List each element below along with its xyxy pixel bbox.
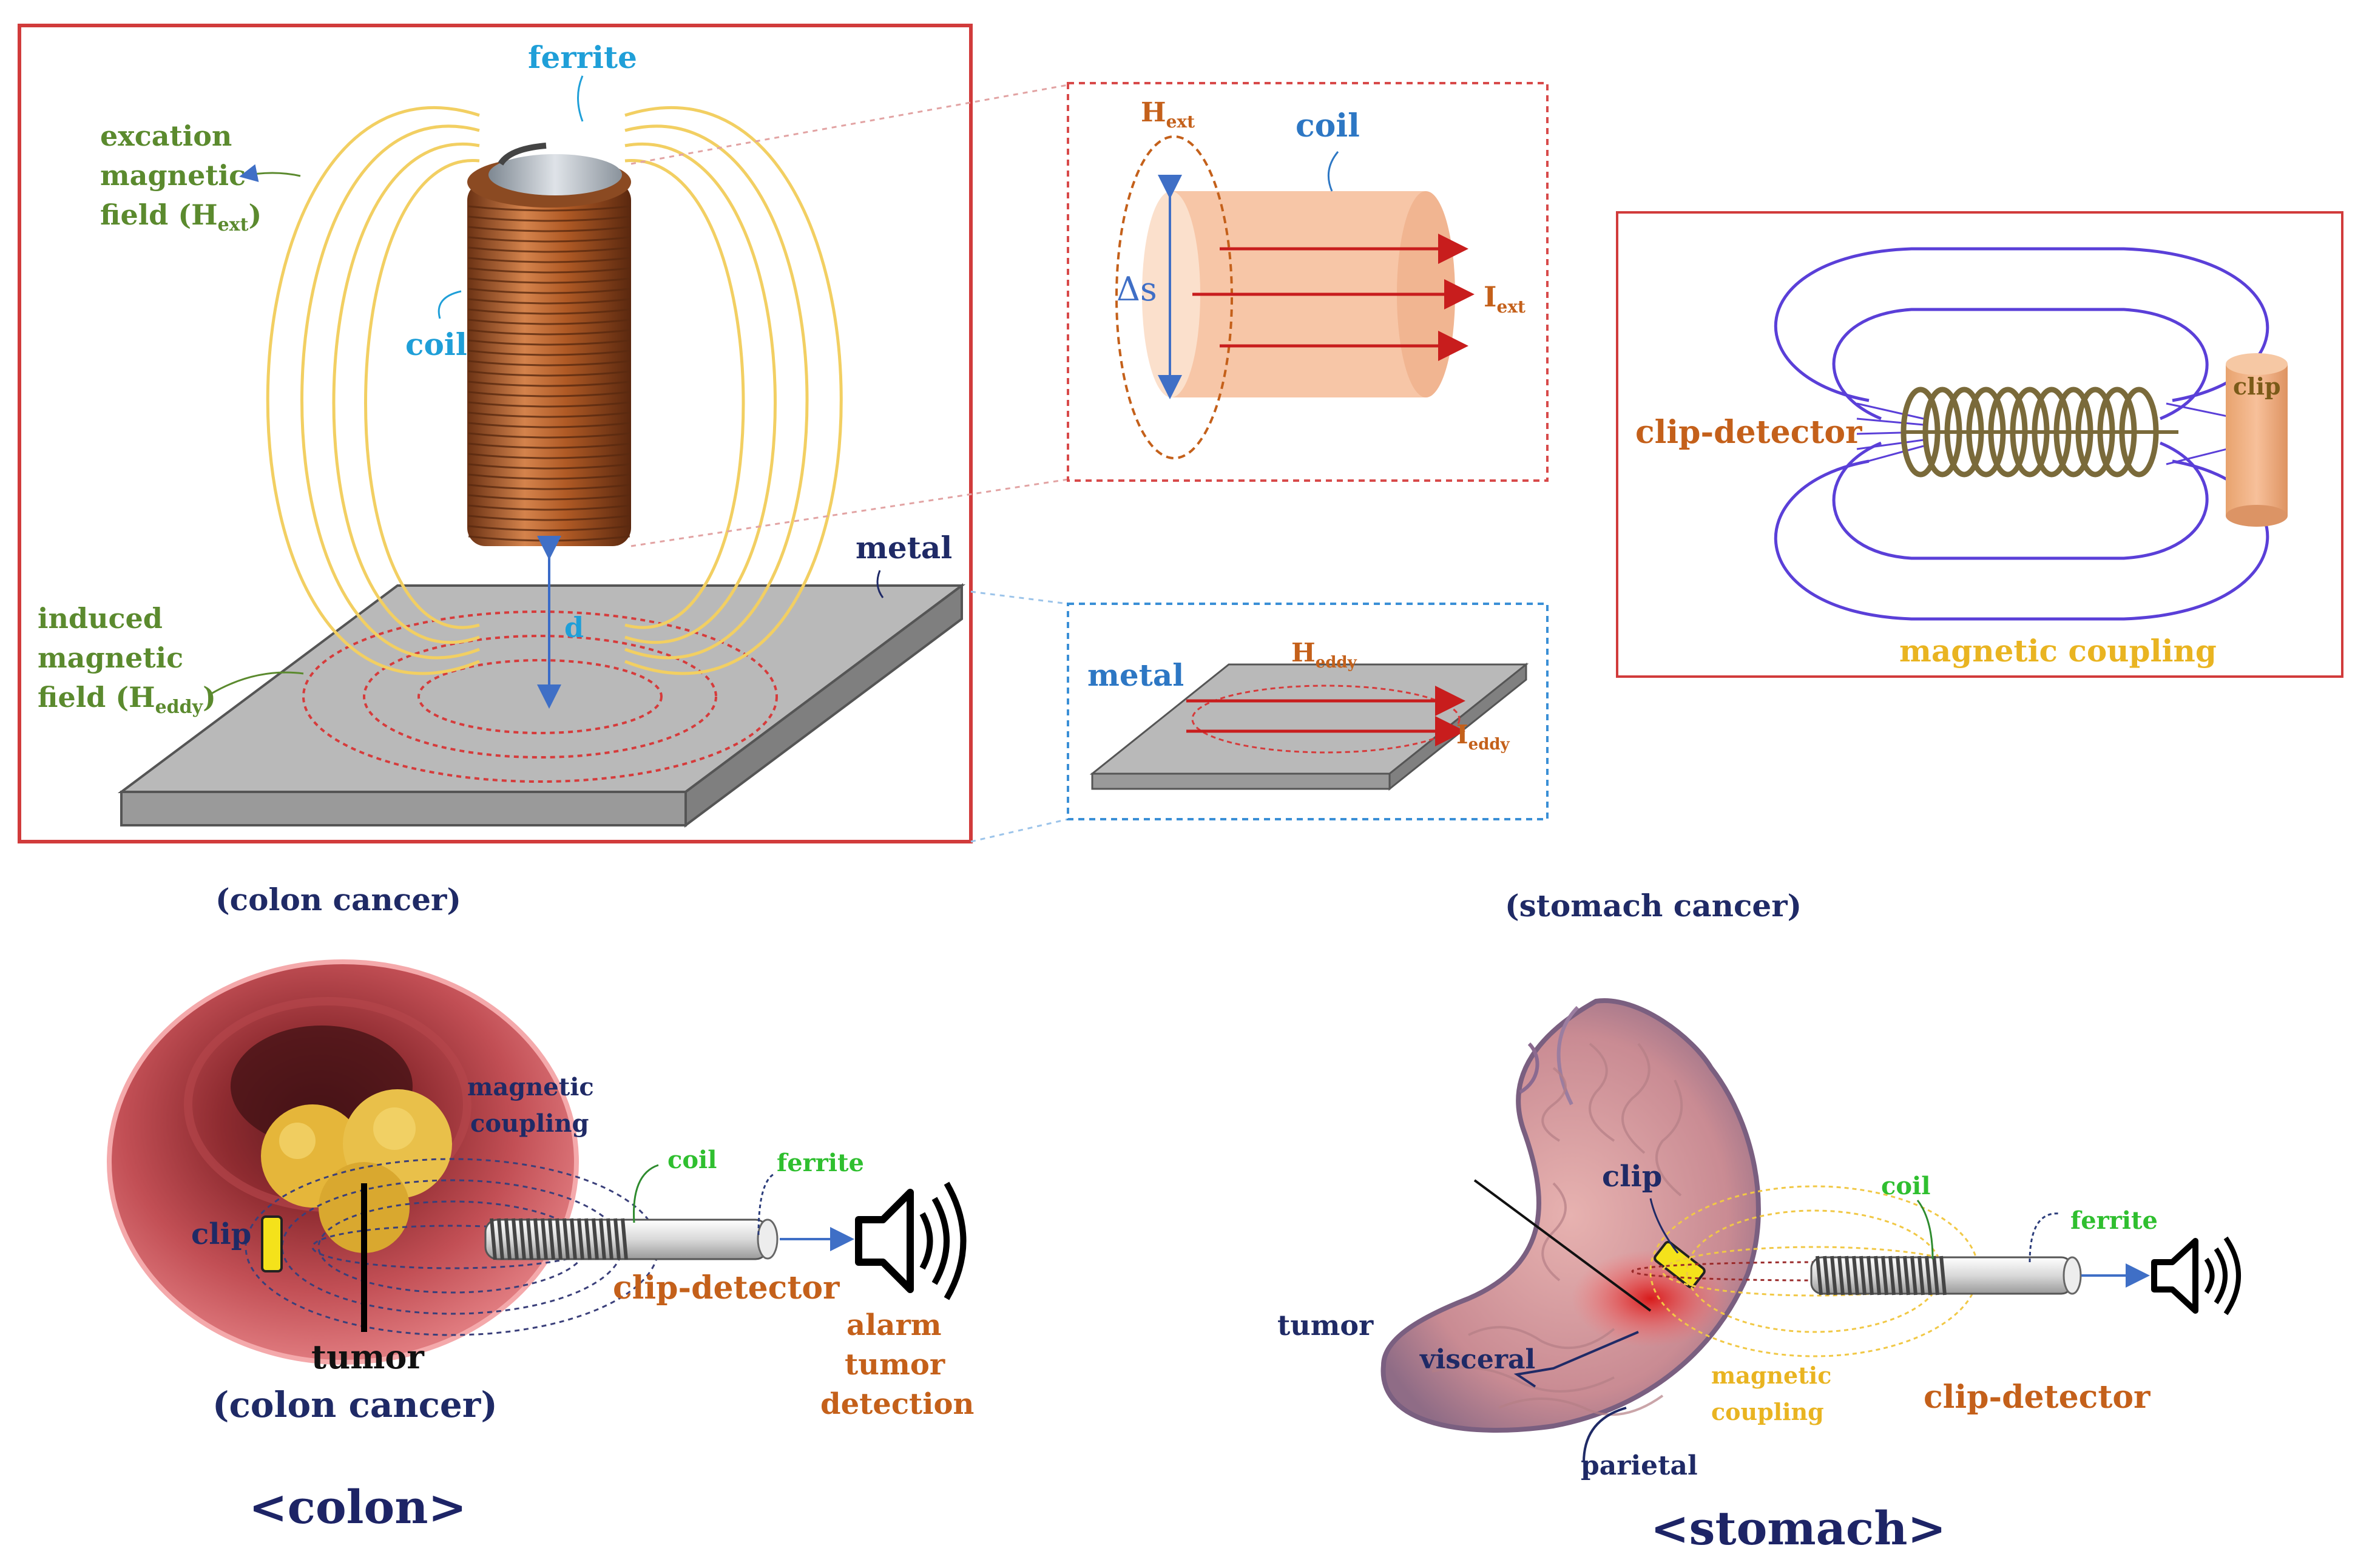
colon-detector-label: clip-detector xyxy=(613,1269,840,1306)
colon-coil-pointer xyxy=(633,1164,659,1223)
svg-text:magnetic: magnetic xyxy=(467,1073,594,1101)
svg-text:excation: excation xyxy=(100,120,232,152)
stomach-parietal-label: parietal xyxy=(1581,1450,1698,1481)
colon-tumor xyxy=(261,1089,452,1253)
inset-coil-pointer xyxy=(1327,151,1339,192)
svg-text:tumor: tumor xyxy=(845,1348,945,1382)
iext-arrows xyxy=(1192,234,1475,361)
colon-alarm-label: alarm tumor detection xyxy=(820,1308,974,1421)
colon-speaker-icon xyxy=(855,1181,967,1300)
svg-text:magnetic: magnetic xyxy=(38,641,183,674)
colon-tumor-sub-label: (colon cancer) xyxy=(212,1384,498,1425)
induced-field-label: induced magnetic field (Heddy) xyxy=(38,602,216,718)
colon-heading: (colon cancer) xyxy=(215,882,461,917)
svg-text:magnetic: magnetic xyxy=(1711,1362,1831,1389)
colon-ferrite-pointer xyxy=(757,1173,774,1235)
ieddy-label: Ieddy xyxy=(1456,720,1510,754)
colon-coupling-label: magnetic coupling xyxy=(467,1073,594,1138)
colon-caption: <colon> xyxy=(249,1480,467,1534)
metal-inset-connectors xyxy=(970,590,1069,843)
stomach-clip xyxy=(1654,1240,1706,1289)
metal-inset-label: metal xyxy=(1087,657,1184,693)
metal-plate xyxy=(117,583,966,828)
colon-detector xyxy=(484,1218,779,1260)
stomach-detector-label: clip-detector xyxy=(1924,1379,2151,1416)
coil-pointer xyxy=(438,290,462,319)
excitation-field-label: excation magnetic field (Hext) xyxy=(100,120,262,235)
svg-text:field (Heddy): field (Heddy) xyxy=(38,681,216,718)
stomach-visceral-pointer xyxy=(1513,1331,1639,1388)
stomach-folds xyxy=(1431,1043,1683,1416)
coil-label: coil xyxy=(405,326,467,362)
stomach-ferrite-pointer xyxy=(2029,1212,2061,1263)
stomach-coupling-label: magnetic coupling xyxy=(1711,1362,1831,1425)
stomach-clip-pointer xyxy=(1649,1198,1679,1254)
coupling-detector-label: clip-detector xyxy=(1635,414,1862,451)
main-panel-frame xyxy=(18,24,973,843)
hext-label: Hext xyxy=(1141,97,1195,132)
colon-ferrite-label: ferrite xyxy=(777,1149,864,1177)
coupling-caption: magnetic coupling xyxy=(1899,633,2217,669)
distance-label: d xyxy=(564,611,584,644)
svg-text:detection: detection xyxy=(820,1387,974,1421)
iext-label: Iext xyxy=(1484,280,1526,317)
stomach-caption: <stomach> xyxy=(1651,1501,1946,1555)
heddy-label: Heddy xyxy=(1291,638,1357,672)
hext-loop xyxy=(1115,135,1233,459)
svg-text:magnetic: magnetic xyxy=(100,159,246,192)
ferrite-coil xyxy=(467,143,631,546)
stomach-clip-label: clip xyxy=(1602,1160,1662,1194)
colon-coil-label: coil xyxy=(667,1146,717,1174)
stomach-speaker-icon xyxy=(2151,1236,2241,1316)
eddy-current-rings xyxy=(302,610,778,783)
colon-tumor-label: tumor xyxy=(311,1337,424,1376)
stomach-coil-pointer xyxy=(1916,1200,1934,1260)
inset-connectors xyxy=(630,84,1069,547)
ferrite-pointer xyxy=(577,75,584,122)
colon-clip xyxy=(261,1215,283,1272)
svg-text:field (Hext): field (Hext) xyxy=(100,198,262,235)
stomach-detector xyxy=(1810,1255,2082,1296)
induced-pointer xyxy=(209,671,304,696)
excitation-pointer xyxy=(239,164,301,183)
inset-coil-label: coil xyxy=(1296,107,1360,144)
stomach-tumor-label: tumor xyxy=(1277,1309,1374,1342)
ferrite-label: ferrite xyxy=(528,39,637,75)
svg-text:coupling: coupling xyxy=(470,1109,589,1138)
stomach-tumor-pointer xyxy=(1473,1179,1652,1312)
coupling-clip xyxy=(2226,353,2288,527)
stomach-coil-label: coil xyxy=(1881,1172,1930,1200)
coupling-coil xyxy=(1901,387,2178,478)
metal-label: metal xyxy=(856,530,952,566)
svg-text:alarm: alarm xyxy=(846,1308,942,1342)
coupling-clip-label: clip xyxy=(2233,373,2281,400)
stomach-parietal-pointer xyxy=(1583,1407,1627,1463)
ieddy-arrows xyxy=(1186,686,1465,746)
stomach-visceral-label: visceral xyxy=(1419,1344,1535,1375)
stomach-heading: (stomach cancer) xyxy=(1505,888,1802,924)
metal-pointer xyxy=(876,570,884,598)
colon-clip-label: clip xyxy=(191,1217,251,1251)
delta-s-label: Δs xyxy=(1117,270,1157,308)
svg-text:coupling: coupling xyxy=(1711,1398,1824,1425)
stomach-ferrite-label: ferrite xyxy=(2070,1206,2158,1235)
svg-text:induced: induced xyxy=(38,602,163,635)
